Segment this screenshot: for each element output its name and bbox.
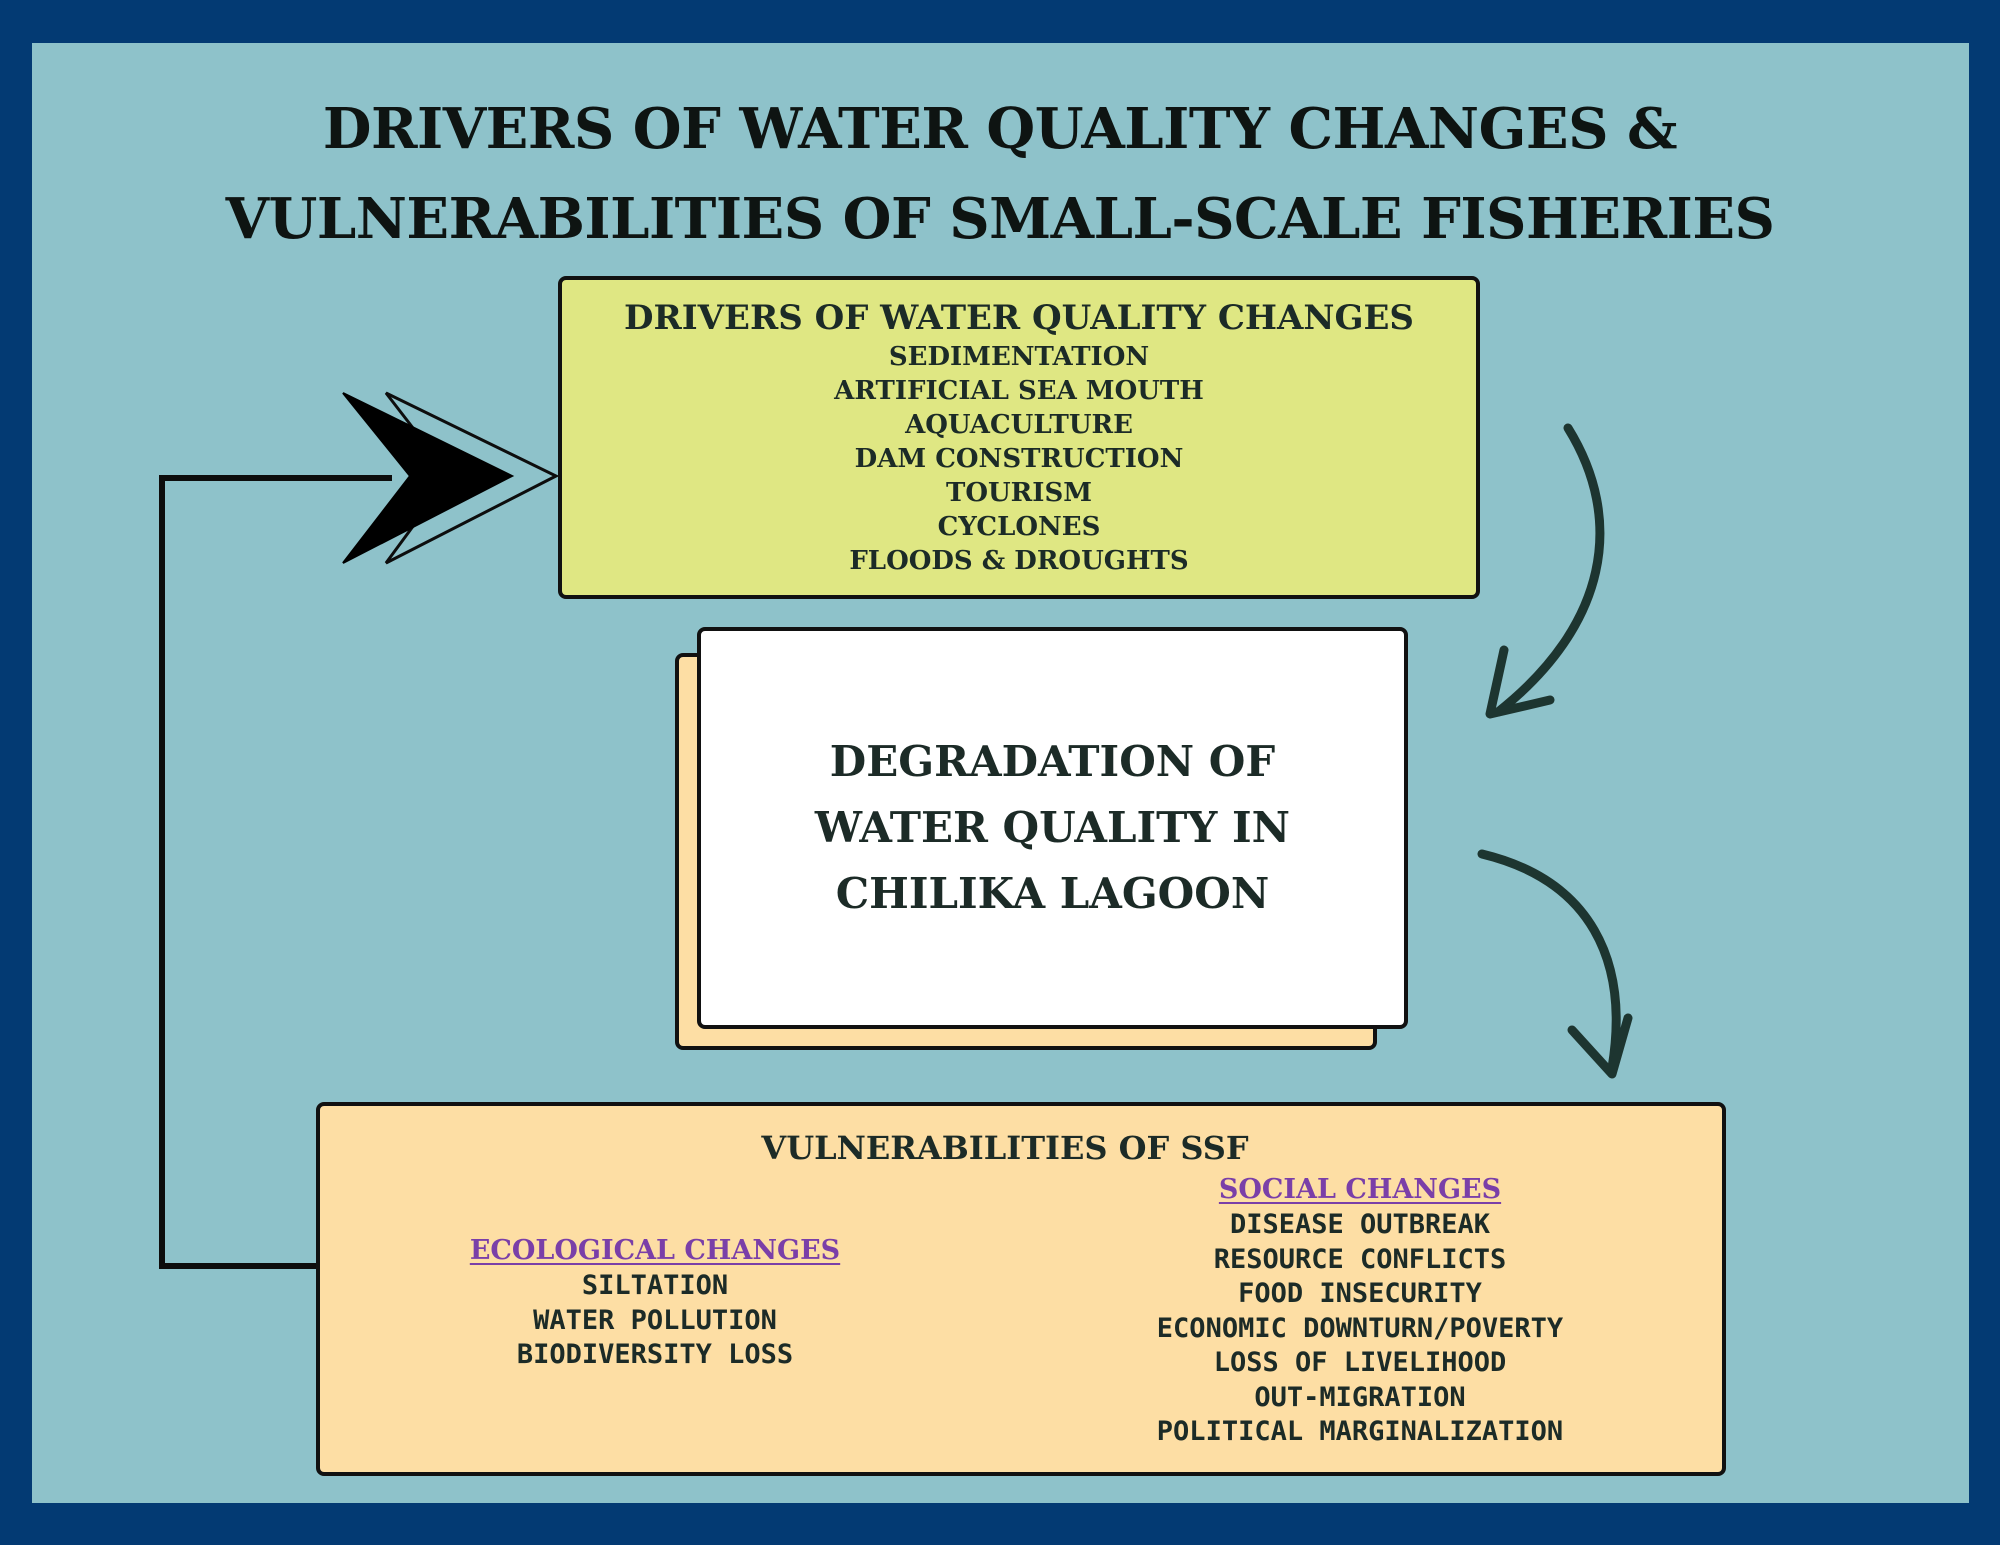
- list-item: SEDIMENTATION: [888, 342, 1150, 372]
- social-changes-column: SOCIAL CHANGES DISEASE OUTBREAK RESOURCE…: [1060, 1172, 1660, 1450]
- social-changes-list: DISEASE OUTBREAK RESOURCE CONFLICTS FOOD…: [1060, 1208, 1660, 1450]
- list-item: POLITICAL MARGINALIZATION: [1156, 1416, 1564, 1447]
- drivers-heading: DRIVERS OF WATER QUALITY CHANGES: [624, 298, 1414, 338]
- vulnerabilities-heading: VULNERABILITIES OF SSF: [761, 1129, 1249, 1167]
- list-item: CYCLONES: [937, 512, 1101, 542]
- curved-arrowhead-1-icon: [1485, 645, 1555, 719]
- drivers-box: DRIVERS OF WATER QUALITY CHANGES SEDIMEN…: [558, 276, 1480, 599]
- title-line-2: VULNERABILITIES OF SMALL-SCALE FISHERIES: [225, 186, 1775, 252]
- list-item: TOURISM: [946, 478, 1092, 508]
- list-item: AQUACULTURE: [905, 410, 1133, 440]
- list-item: ARTIFICIAL SEA MOUTH: [834, 376, 1204, 406]
- list-item: FLOODS & DROUGHTS: [849, 546, 1189, 576]
- feedback-loop-line: [159, 475, 392, 1269]
- list-item: DISEASE OUTBREAK: [1229, 1209, 1491, 1240]
- list-item: ECONOMIC DOWNTURN/POVERTY: [1156, 1312, 1564, 1344]
- degradation-card: DEGRADATION OF WATER QUALITY IN CHILIKA …: [697, 627, 1408, 1029]
- list-item: LOSS OF LIVELIHOOD: [1213, 1347, 1507, 1378]
- ecological-changes-list: SILTATION WATER POLLUTION BIODIVERSITY L…: [450, 1269, 860, 1373]
- list-item: WATER POLLUTION: [533, 1304, 777, 1336]
- list-item: RESOURCE CONFLICTS: [1213, 1243, 1507, 1275]
- ecological-changes-column: ECOLOGICAL CHANGES SILTATION WATER POLLU…: [450, 1233, 860, 1373]
- drivers-list: SEDIMENTATION ARTIFICIAL SEA MOUTH AQUAC…: [562, 340, 1476, 578]
- degradation-text: DEGRADATION OF WATER QUALITY IN CHILIKA …: [814, 737, 1291, 918]
- diagram-title: DRIVERS OF WATER QUALITY CHANGES & VULNE…: [0, 84, 2000, 264]
- feedback-arrowhead-icon: [342, 392, 515, 564]
- curved-arrowhead-2-icon: [1567, 1013, 1633, 1079]
- ecological-changes-label: ECOLOGICAL CHANGES: [469, 1235, 841, 1266]
- title-line-1: DRIVERS OF WATER QUALITY CHANGES &: [322, 96, 1678, 162]
- list-item: SILTATION: [581, 1270, 729, 1301]
- list-item: OUT-MIGRATION: [1254, 1381, 1466, 1413]
- social-changes-label: SOCIAL CHANGES: [1218, 1174, 1502, 1205]
- list-item: FOOD INSECURITY: [1238, 1278, 1482, 1309]
- curved-arrow-drivers-to-degradation: [1493, 423, 1605, 717]
- list-item: DAM CONSTRUCTION: [854, 444, 1184, 474]
- curved-arrow-degradation-to-vulnerabilities: [1477, 849, 1621, 1073]
- vulnerabilities-box: VULNERABILITIES OF SSF ECOLOGICAL CHANGE…: [316, 1102, 1726, 1476]
- list-item: BIODIVERSITY LOSS: [516, 1339, 794, 1370]
